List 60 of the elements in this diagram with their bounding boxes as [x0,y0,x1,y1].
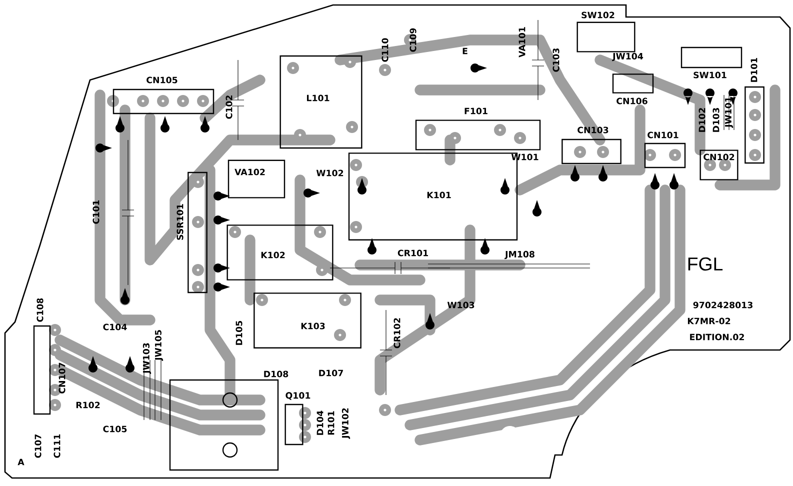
component-outline: SSR101 [176,172,208,294]
component-outline: D101 [744,58,764,164]
component-label: C102 [226,96,232,119]
component-label: D108 [264,370,288,378]
component-label: C110 [382,38,388,62]
component-label: C109 [410,28,416,52]
component-label: JW102 [342,408,350,439]
component-outline: CN102 [700,150,738,180]
component-outline: CN105 [112,76,214,114]
component-label: CR101 [398,250,428,256]
component-label: W102 [316,170,344,176]
board-marking: 9702428013 [693,302,752,308]
node-label: CN103 [578,126,608,134]
component-label: JM108 [504,250,534,260]
node-label: CN105 [146,76,178,84]
component-outline: K102 [226,224,334,280]
component-outline: SW102 [576,12,636,52]
component-outline: F101 [415,108,541,150]
component-outline: CN107 [33,325,66,415]
component-label: D105 [236,320,242,345]
component-label: D107 [319,370,343,376]
component-label: JW103 [142,343,152,374]
node-label: CN106 [616,98,648,104]
component-label: C104 [103,324,127,330]
node-label: F101 [464,108,488,114]
node-label: D101 [750,58,758,82]
component-label: A [18,458,24,466]
component-label: C101 [92,200,100,224]
component-label: D103 [712,108,720,132]
component-outline: L101 [280,55,362,149]
component-outline: CN103 [562,126,622,164]
component-outline: CN106 [612,74,654,104]
component-label: JW104 [612,52,644,62]
board-marking: FGL [688,257,723,271]
component-label: C111 [54,434,60,458]
component-outline: SW101 [680,46,742,78]
component-label: E [462,48,468,54]
node-label: CN107 [58,362,66,394]
component-label: JW105 [154,330,164,361]
node-label: SW102 [582,12,614,18]
node-label: SSR101 [176,204,184,240]
component-label: R101 [328,411,334,435]
component-label: JW101 [724,97,734,128]
component-outline: VA102 [228,160,286,198]
board-marking: EDITION.02 [690,334,744,340]
board-marking: K7MR-02 [688,318,730,324]
component-label: C103 [552,48,560,72]
component-label: VA101 [518,27,526,58]
component-label: C105 [103,426,127,432]
component-label: C107 [34,434,42,458]
component-label: D102 [698,108,706,132]
component-outline: K103 [254,292,362,348]
component-label: R102 [76,402,100,408]
component-outline: Q101 [284,392,310,446]
node-label: CN101 [648,132,678,138]
node-label: Q101 [286,392,310,400]
component-label: D104 [316,410,324,435]
component-outline: CN101 [644,132,686,168]
node-label: SW101 [694,72,726,78]
component-label: CR102 [394,318,400,348]
